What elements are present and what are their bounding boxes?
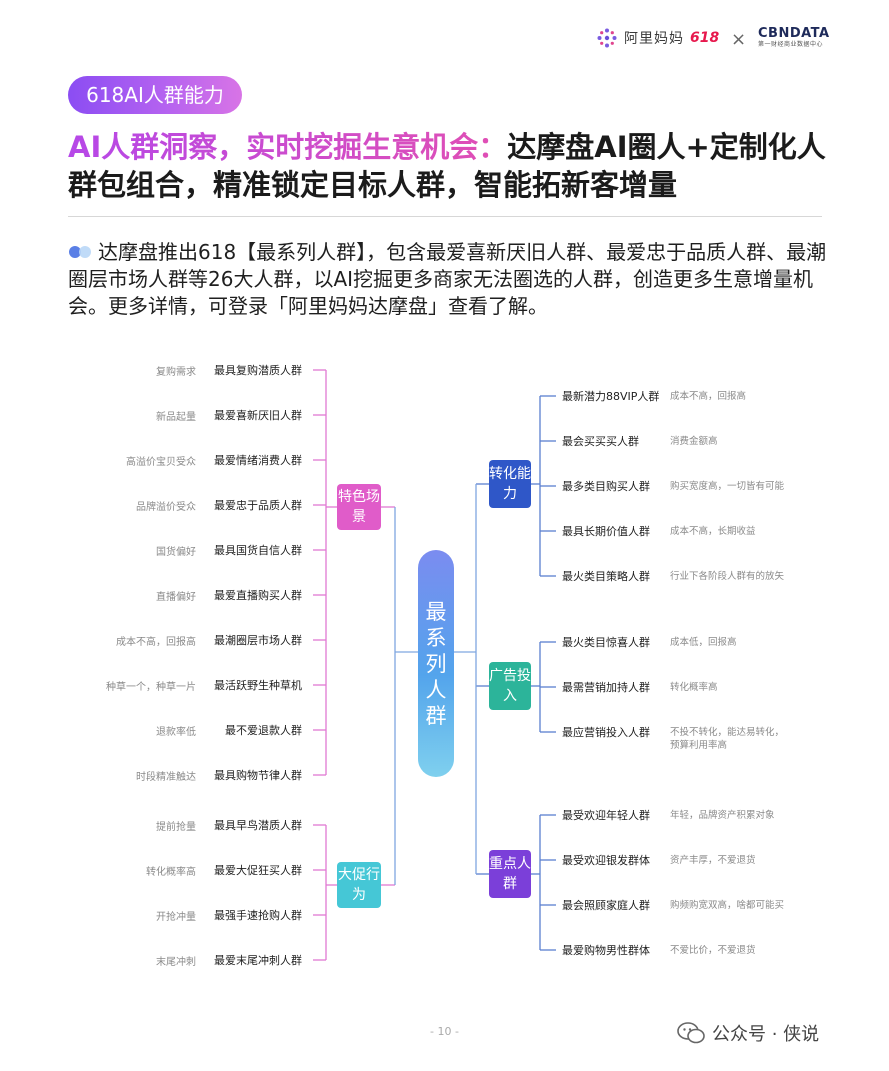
alimama-618: 618 [690,30,720,46]
right-item-tag: 不爱比价，不爱退货 [670,945,756,956]
right-item-tag: 购频购宽双高，啥都可能买 [670,900,785,911]
left-item-name: 最具复购潜质人群 [214,364,302,377]
alimama-618-logo: 阿里妈妈 618 [596,26,719,50]
page-number: - 10 - [430,1025,459,1038]
right-item-tag: 年轻，品牌资产积累对象 [670,810,775,821]
left-item-tag: 国货偏好 [156,547,196,558]
mindmap-center-node: 最系列人群 [418,550,454,777]
cbndata-name: CBNDATA [758,26,830,41]
left-item-name: 最具早鸟潜质人群 [214,819,302,832]
category-right-0: 转化能力 [489,460,531,508]
section-pill: 618AI人群能力 [68,76,242,114]
right-item-tag: 资产丰厚，不爱退货 [670,855,756,866]
left-item-name: 最具购物节律人群 [214,769,302,782]
right-item-name: 最新潜力88VIP人群 [562,390,660,403]
wechat-icon [677,1022,705,1044]
left-item-name: 最爱直播购买人群 [214,589,302,602]
left-item-tag: 退款率低 [156,727,196,738]
left-item-tag: 成本不高，回报高 [116,637,196,648]
left-item-tag: 末尾冲刺 [156,957,196,968]
category-dacu: 大促行为 [337,862,381,908]
heading-rest: 达摩盘AI圈人+定制化人群包组合，精准锁定目标人群，智能拓新客增量 [68,130,826,202]
right-item-name: 最火类目策略人群 [562,570,650,583]
left-item-name: 最不爱退款人群 [225,724,302,737]
left-item-tag: 开抢冲量 [156,912,196,923]
left-item-name: 最爱忠于品质人群 [214,499,302,512]
category-tese: 特色场景 [337,484,381,530]
alimama-name: 阿里妈妈 [624,31,684,47]
left-item-tag: 转化概率高 [146,867,196,878]
left-item-tag: 时段精准触达 [136,772,196,783]
cbndata-logo: CBNDATA 第一财经商业数据中心 [758,27,830,48]
right-item-tag: 消费金额高 [670,436,718,447]
right-item-name: 最应营销投入人群 [562,726,650,739]
bullet-dots-icon [69,246,91,258]
right-item-tag: 行业下各阶段人群有的放矢 [670,571,785,582]
divider [68,216,822,217]
left-item-tag: 提前抢量 [156,822,196,833]
right-item-name: 最爱购物男性群体 [562,944,650,957]
left-item-tag: 品牌溢价受众 [136,502,196,513]
left-item-name: 最具国货自信人群 [214,544,302,557]
right-item-tag: 成本不高，长期收益 [670,526,756,537]
mindmap-center-label: 最系列人群 [425,599,447,728]
right-item-name: 最火类目惊喜人群 [562,636,650,649]
alimama-flower-icon [597,28,617,48]
right-item-tag: 成本低，回报高 [670,637,737,648]
watermark: 公众号 · 侠说 [676,1020,819,1046]
intro-paragraph: 达摩盘推出618【最系列人群】，包含最爱喜新厌旧人群、最爱忠于品质人群、最潮圈层… [68,240,827,318]
left-item-name: 最活跃野生种草机 [214,679,302,692]
left-item-name: 最爱大促狂买人群 [214,864,302,877]
left-item-name: 最潮圈层市场人群 [214,634,302,647]
heading-highlight: AI人群洞察，实时挖掘生意机会： [68,130,508,164]
right-item-name: 最多类目购买人群 [562,480,650,493]
right-item-name: 最受欢迎银发群体 [562,854,650,867]
left-item-tag: 复购需求 [156,367,196,378]
right-item-tag: 购买宽度高，一切皆有可能 [670,481,785,492]
right-item-name: 最受欢迎年轻人群 [562,809,650,822]
right-item-name: 最需营销加持人群 [562,681,650,694]
right-item-tag: 不投不转化，能达易转化，预算利用率高 [670,727,785,751]
right-item-name: 最会照顾家庭人群 [562,899,650,912]
cbndata-subtitle: 第一财经商业数据中心 [758,41,824,48]
watermark-text: 公众号 · 侠说 [712,1024,820,1045]
right-item-tag: 成本不高，回报高 [670,391,747,402]
left-item-tag: 高溢价宝贝受众 [126,457,196,468]
left-item-tag: 新品起量 [156,412,196,423]
cross-separator: × [731,29,747,50]
category-right-2: 重点人群 [489,850,531,898]
page-heading: AI人群洞察，实时挖掘生意机会：达摩盘AI圈人+定制化人群包组合，精准锁定目标人… [68,128,838,204]
left-item-name: 最爱喜新厌旧人群 [214,409,302,422]
right-item-name: 最具长期价值人群 [562,525,650,538]
left-item-tag: 直播偏好 [156,592,196,603]
left-item-name: 最强手速抢购人群 [214,909,302,922]
left-item-name: 最爱情绪消费人群 [214,454,302,467]
category-right-1: 广告投入 [489,662,531,710]
right-item-name: 最会买买买人群 [562,435,639,448]
left-item-name: 最爱末尾冲刺人群 [214,954,302,967]
left-item-tag: 种草一个，种草一片 [106,682,196,693]
right-item-tag: 转化概率高 [670,682,718,693]
